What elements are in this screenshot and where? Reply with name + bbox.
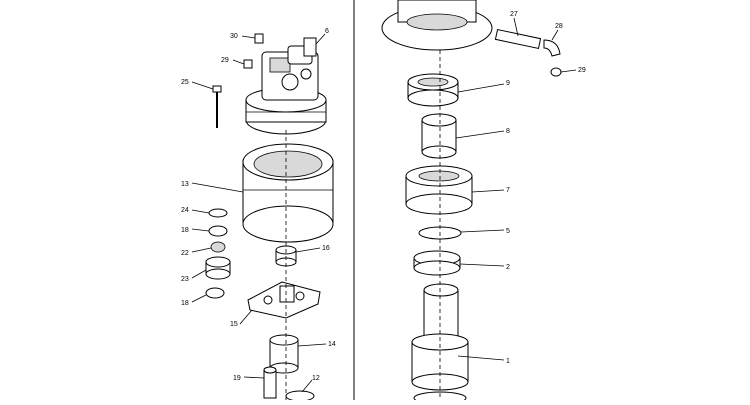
plug-part-30 <box>254 33 264 44</box>
elbow-part-28 <box>543 39 561 57</box>
leader-lines <box>191 17 577 393</box>
bearing-part-22 <box>210 241 226 253</box>
thrust-washer-part-12 <box>285 390 315 402</box>
pipe-part-27 <box>494 28 542 50</box>
part-label-6: 6 <box>325 28 329 35</box>
part-label-9: 9 <box>506 80 510 87</box>
washer-part-18-lower <box>205 287 225 299</box>
bearing-part-7 <box>405 165 473 215</box>
part-label-1: 1 <box>506 358 510 365</box>
plug-part-29-right <box>550 67 562 77</box>
ring-gear-part-13 <box>242 143 334 243</box>
part-label-5: 5 <box>506 228 510 235</box>
bolt-part-25 <box>212 85 222 128</box>
swing-motor-part <box>245 37 327 135</box>
part-label-15: 15 <box>230 321 238 328</box>
part-label-2: 2 <box>506 264 510 271</box>
pinion-gear-part-14 <box>269 334 299 374</box>
washer-part-18-upper <box>208 225 228 237</box>
swing-housing-part <box>381 0 493 51</box>
part-label-18-upper: 18 <box>181 227 189 234</box>
part-label-24: 24 <box>181 207 189 214</box>
part-label-14: 14 <box>328 341 336 348</box>
part-label-29-right: 29 <box>578 67 586 74</box>
part-label-25: 25 <box>181 79 189 86</box>
part-label-27: 27 <box>510 11 518 18</box>
part-label-7: 7 <box>506 187 510 194</box>
planet-gear-part-23 <box>205 256 231 280</box>
part-label-28: 28 <box>555 23 563 30</box>
part-label-29-left: 29 <box>221 57 229 64</box>
part-label-23: 23 <box>181 276 189 283</box>
bearing-part-9 <box>407 73 459 107</box>
snap-ring-part-24 <box>208 208 228 218</box>
oil-seal-part-2 <box>413 250 461 276</box>
part-label-12: 12 <box>312 375 320 382</box>
part-label-8: 8 <box>506 128 510 135</box>
part-label-30: 30 <box>230 33 238 40</box>
pin-part-19 <box>263 366 277 399</box>
part-label-13: 13 <box>181 181 189 188</box>
part-label-22: 22 <box>181 250 189 257</box>
part-label-19: 19 <box>233 375 241 382</box>
collar-part-8 <box>421 113 457 159</box>
plug-part-29-left <box>243 59 253 69</box>
carrier-part-15 <box>247 281 321 319</box>
part-label-16: 16 <box>322 245 330 252</box>
part-label-18-lower: 18 <box>181 300 189 307</box>
